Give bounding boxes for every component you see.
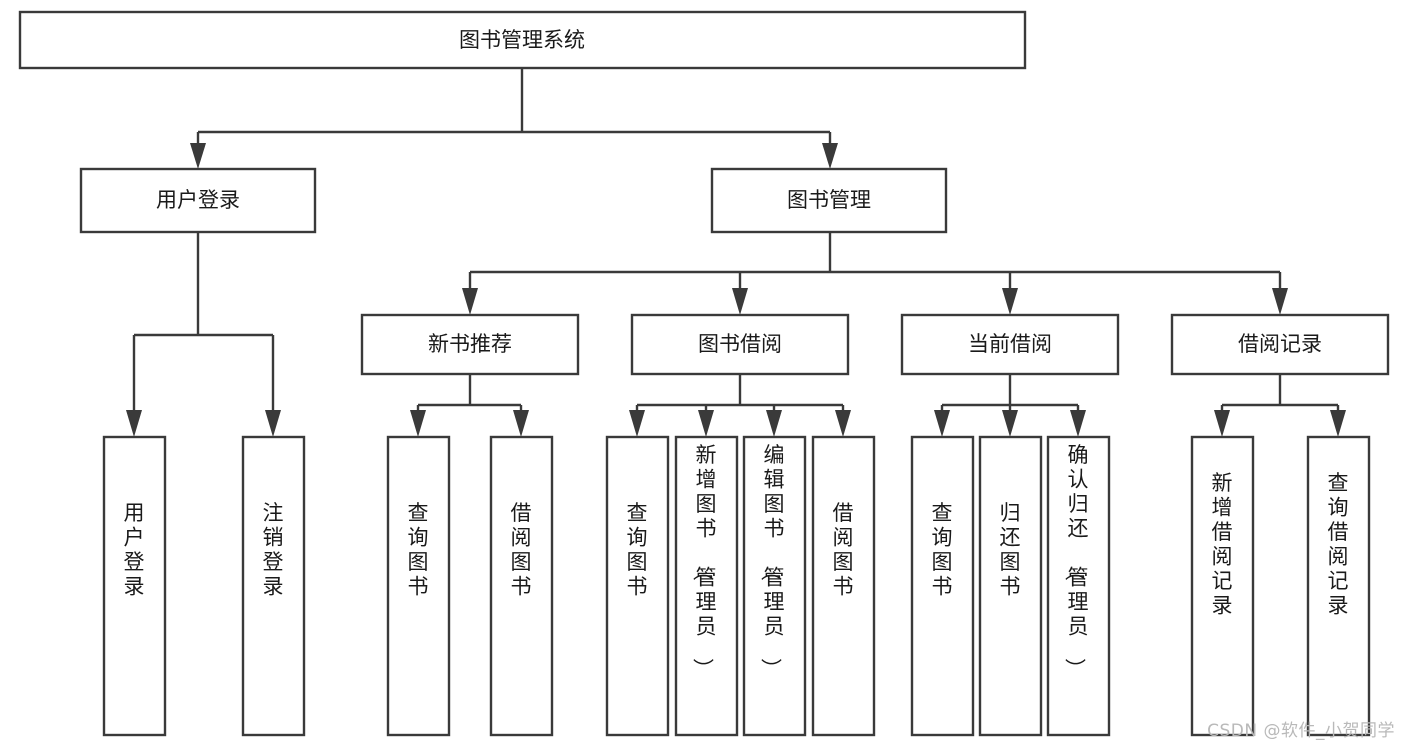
node-leaf-borrow-book-1-label: 借阅图书 [511, 501, 532, 599]
node-leaf-return-book[interactable]: 归还图书 [978, 435, 1043, 737]
node-user-login-label: 用户登录 [156, 188, 240, 212]
node-current-borrow-label: 当前借阅 [968, 332, 1052, 356]
node-new-book-recommend[interactable]: 新书推荐 [360, 313, 580, 376]
node-leaf-add-record-box[interactable] [1190, 435, 1255, 737]
node-root[interactable]: 图书管理系统 [18, 10, 1027, 70]
node-leaf-borrow-book-2-label: 借阅图书 [833, 501, 854, 599]
node-leaf-borrow-book-2-box[interactable] [811, 435, 876, 737]
node-leaf-confirm-return-box[interactable] [1046, 435, 1111, 737]
arrow-head-leaf-query-book-3 [934, 410, 950, 437]
node-leaf-add-record[interactable]: 新增借阅记录 [1190, 435, 1255, 737]
node-leaf-user-login-box[interactable] [102, 435, 167, 737]
node-leaf-borrow-book-1-box[interactable] [489, 435, 554, 737]
node-user-login[interactable]: 用户登录 [79, 167, 317, 234]
node-leaf-return-book-label: 归还图书 [1000, 501, 1021, 599]
arrow-head-current-borrow [1002, 288, 1018, 315]
arrow-head-leaf-add-book [698, 410, 714, 437]
node-book-management-label: 图书管理 [787, 188, 871, 212]
node-leaf-user-login-label: 用户登录 [124, 501, 145, 599]
arrow-head-user-login [190, 143, 206, 169]
arrow-head-leaf-edit-book [766, 410, 782, 437]
arrow-head-leaf-logout-login [265, 410, 281, 437]
node-leaf-add-book-label: 新增图书（管理员） [691, 443, 717, 679]
node-leaf-confirm-return-label: 确认归还（管理员） [1063, 443, 1089, 679]
connector-group-user-login-to-leaves [126, 232, 281, 437]
node-leaf-query-book-2-label: 查询图书 [627, 501, 648, 599]
node-user-login-box[interactable] [79, 167, 317, 234]
node-new-book-recommend-label: 新书推荐 [428, 332, 512, 356]
arrow-head-leaf-return-book [1002, 410, 1018, 437]
arrow-head-new-book-recommend [462, 288, 478, 315]
node-leaf-add-book[interactable]: 新增图书（管理员） [674, 435, 739, 737]
node-leaf-edit-book[interactable]: 编辑图书（管理员） [742, 435, 807, 737]
node-leaf-borrow-book-1[interactable]: 借阅图书 [489, 435, 554, 737]
node-leaf-add-record-label: 新增借阅记录 [1212, 471, 1233, 618]
node-leaf-query-book-2[interactable]: 查询图书 [605, 435, 670, 737]
node-leaf-query-book-2-box[interactable] [605, 435, 670, 737]
arrow-head-borrow-record [1272, 288, 1288, 315]
node-leaf-query-book-1-label: 查询图书 [408, 501, 429, 599]
node-borrow-record-label: 借阅记录 [1238, 332, 1322, 356]
node-leaf-return-book-box[interactable] [978, 435, 1043, 737]
connector-group-borrow-record-to-leaves [1214, 374, 1346, 437]
node-leaf-query-book-1[interactable]: 查询图书 [386, 435, 451, 737]
node-leaf-query-record-label: 查询借阅记录 [1328, 471, 1349, 618]
arrow-head-leaf-borrow-book-1 [513, 410, 529, 437]
node-leaf-query-book-3-box[interactable] [910, 435, 975, 737]
arrow-head-book-management [822, 143, 838, 169]
arrow-head-leaf-confirm-return [1070, 410, 1086, 437]
node-book-borrow[interactable]: 图书借阅 [630, 313, 850, 376]
node-leaf-borrow-book-2[interactable]: 借阅图书 [811, 435, 876, 737]
arrow-head-leaf-user-login [126, 410, 142, 437]
node-book-borrow-label: 图书借阅 [698, 332, 782, 356]
connector-group-book-borrow-to-leaves [629, 374, 851, 437]
node-leaf-edit-book-box[interactable] [742, 435, 807, 737]
node-leaf-query-record-box[interactable] [1306, 435, 1371, 737]
node-leaf-edit-book-label: 编辑图书（管理员） [759, 443, 785, 679]
arrow-head-book-borrow [732, 288, 748, 315]
node-new-book-recommend-box[interactable] [360, 313, 580, 376]
node-leaf-query-book-3[interactable]: 查询图书 [910, 435, 975, 737]
node-root-label: 图书管理系统 [459, 28, 585, 52]
arrow-head-leaf-query-book-1 [410, 410, 426, 437]
node-leaf-query-record[interactable]: 查询借阅记录 [1306, 435, 1371, 737]
connector-group-root-to-level2 [190, 68, 838, 169]
arrow-head-leaf-query-book-2 [629, 410, 645, 437]
connector-group-new-book-recommend-to-leaves [410, 374, 529, 437]
node-leaf-user-login[interactable]: 用户登录 [102, 435, 167, 737]
node-book-borrow-box[interactable] [630, 313, 850, 376]
node-leaf-query-book-1-box[interactable] [386, 435, 451, 737]
node-leaf-logout-login-label: 注销登录 [263, 501, 284, 599]
node-current-borrow[interactable]: 当前借阅 [900, 313, 1120, 376]
node-root-box[interactable] [18, 10, 1027, 70]
node-borrow-record-box[interactable] [1170, 313, 1390, 376]
node-leaf-logout-login[interactable]: 注销登录 [241, 435, 306, 737]
node-book-management[interactable]: 图书管理 [710, 167, 948, 234]
node-leaf-query-book-3-label: 查询图书 [932, 501, 953, 599]
node-leaf-logout-login-box[interactable] [241, 435, 306, 737]
connector-group-book-management-to-level3 [462, 232, 1288, 315]
arrow-head-leaf-query-record [1330, 410, 1346, 437]
node-current-borrow-box[interactable] [900, 313, 1120, 376]
node-book-management-box[interactable] [710, 167, 948, 234]
arrow-head-leaf-add-record [1214, 410, 1230, 437]
arrow-head-leaf-borrow-book-2 [835, 410, 851, 437]
node-leaf-add-book-box[interactable] [674, 435, 739, 737]
connector-group-current-borrow-to-leaves [934, 374, 1086, 437]
node-borrow-record[interactable]: 借阅记录 [1170, 313, 1390, 376]
node-leaf-confirm-return[interactable]: 确认归还（管理员） [1046, 435, 1111, 737]
